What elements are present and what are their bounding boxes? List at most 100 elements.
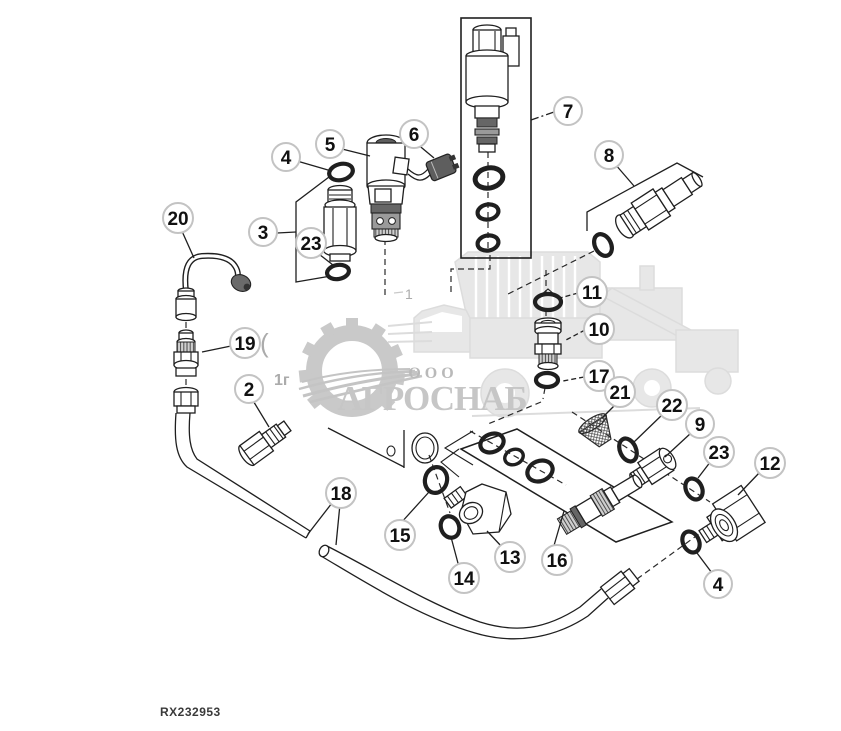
leader-5 xyxy=(341,148,371,157)
callout-11: 11 xyxy=(576,276,608,308)
leader-8-bracket xyxy=(586,162,704,231)
callout-22: 22 xyxy=(656,389,688,421)
part-23-o-ring-lower xyxy=(683,476,705,502)
pigtail-connector xyxy=(230,274,252,292)
svg-text:14: 14 xyxy=(453,569,475,590)
svg-text:8: 8 xyxy=(604,146,615,167)
callout-19: 19 xyxy=(229,327,261,359)
leader-4 xyxy=(296,160,329,171)
part-4-o-ring xyxy=(327,161,355,183)
svg-text:17: 17 xyxy=(588,367,609,388)
watermark-company-name: АГРОСНАБ xyxy=(337,379,526,418)
leader-18a xyxy=(307,502,333,535)
leader-16 xyxy=(552,510,565,550)
leader-8 xyxy=(614,163,635,187)
leader-2 xyxy=(251,398,270,428)
washed-out-marks: ( 1г 1 xyxy=(260,286,413,389)
callout-20: 20 xyxy=(162,202,194,234)
svg-text:5: 5 xyxy=(325,135,336,156)
leader-10 xyxy=(563,329,586,342)
part-3-check-valve xyxy=(323,184,357,262)
svg-text:23: 23 xyxy=(708,443,729,464)
leader-11 xyxy=(559,292,579,299)
part-17-o-ring xyxy=(533,370,561,390)
faint-arc-mark: ( xyxy=(260,328,269,358)
part-13-elbow-fitting xyxy=(443,483,512,535)
watermark-swoosh xyxy=(298,368,423,404)
part-23-o-ring-upper xyxy=(324,262,352,282)
callout-5: 5 xyxy=(315,129,345,159)
svg-text:23: 23 xyxy=(300,234,321,255)
part-10-fitting xyxy=(534,317,562,371)
callout-23-lower: 23 xyxy=(703,436,735,468)
svg-text:10: 10 xyxy=(588,320,609,341)
part-6-wiring-connector xyxy=(425,153,460,182)
leader-14 xyxy=(450,536,460,568)
part-7-o-ring-3 xyxy=(475,233,501,253)
part-8-o-ring xyxy=(592,232,614,258)
callout-12: 12 xyxy=(754,447,786,479)
leader-12 xyxy=(737,471,761,496)
svg-text:18: 18 xyxy=(330,484,351,505)
svg-text:6: 6 xyxy=(409,125,420,146)
svg-text:11: 11 xyxy=(582,283,603,304)
svg-text:4: 4 xyxy=(281,148,292,169)
watermark: ООО АГРОСНАБ xyxy=(282,251,742,442)
part-18-tube-front xyxy=(173,386,311,539)
leader-20 xyxy=(180,228,195,259)
svg-text:20: 20 xyxy=(167,209,188,230)
faint-label-mark: 1г xyxy=(274,372,290,389)
leader-17 xyxy=(562,376,585,382)
part-7-box xyxy=(460,17,532,259)
part-2-plug xyxy=(238,420,292,467)
cartridge-valve xyxy=(556,474,643,536)
svg-text:7: 7 xyxy=(563,102,574,123)
watermark-org-type: ООО xyxy=(408,365,457,382)
part-8-sensor-fitting xyxy=(592,171,703,258)
svg-text:3: 3 xyxy=(258,223,269,244)
callout-23-upper: 23 xyxy=(295,227,327,259)
svg-text:2: 2 xyxy=(244,380,255,401)
callout-10: 10 xyxy=(583,313,615,345)
part-20-sensor-with-pigtail xyxy=(175,252,252,322)
callout-9: 9 xyxy=(685,409,715,439)
leader-13 xyxy=(486,530,503,548)
callout-18: 18 xyxy=(325,477,357,509)
part-5-solenoid xyxy=(366,134,431,243)
callout-2: 2 xyxy=(234,374,264,404)
callout-4-lower: 4 xyxy=(703,569,733,599)
part-4-o-ring-lower xyxy=(680,529,702,555)
part-7-o-ring-2 xyxy=(475,202,501,222)
leader-7 xyxy=(530,111,555,121)
part-16-cartridge-kit xyxy=(459,428,674,543)
leader-3 xyxy=(276,231,297,234)
svg-text:9: 9 xyxy=(695,415,706,436)
part-7-o-ring-1 xyxy=(472,165,506,191)
callout-8: 8 xyxy=(594,140,624,170)
faint-label-mark-2: 1 xyxy=(405,286,413,302)
leader-4-lower xyxy=(696,552,713,574)
part-22-o-ring xyxy=(617,436,639,464)
manifold-port xyxy=(411,432,439,464)
callout-3: 3 xyxy=(248,217,278,247)
callout-7: 7 xyxy=(553,96,583,126)
part-11-backup-ring xyxy=(532,288,564,313)
callouts: 7 4 5 6 8 3 23 20 19 11 10 17 2 21 22 9 … xyxy=(162,96,786,599)
part-19-pressure-switch xyxy=(173,329,199,377)
svg-text:21: 21 xyxy=(609,383,631,404)
callout-21: 21 xyxy=(604,376,636,408)
callout-16: 16 xyxy=(541,544,573,576)
part-12-elbow-fitting xyxy=(698,484,767,544)
svg-text:4: 4 xyxy=(713,575,724,596)
callout-15: 15 xyxy=(384,519,416,551)
leader-22 xyxy=(633,413,664,443)
part-7-solenoid-valve-kit xyxy=(460,17,532,259)
part-14-o-ring xyxy=(438,514,462,540)
part-18-tube-rear xyxy=(318,544,641,640)
leader-15 xyxy=(399,491,430,525)
tube-end-nut xyxy=(599,567,641,606)
callout-14: 14 xyxy=(448,562,480,594)
svg-text:15: 15 xyxy=(389,526,411,547)
part-15-o-ring xyxy=(422,465,450,495)
